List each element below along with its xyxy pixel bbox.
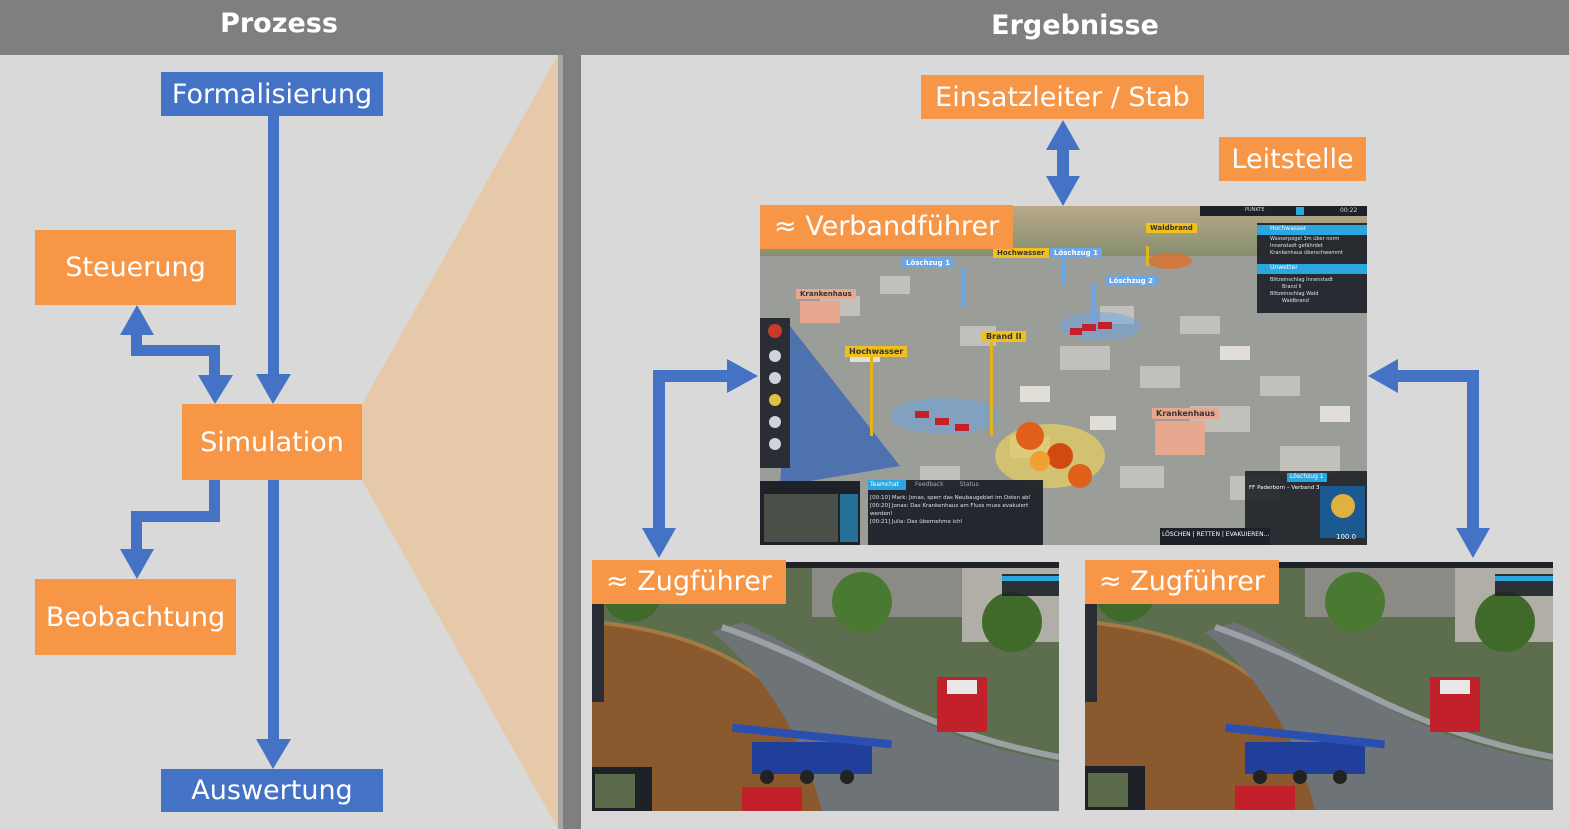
zugfuehrer-screen-right xyxy=(1085,562,1553,810)
verbandfuehrer-screen: Waldbrand Hochwasser Löschzug 1 Löschzug… xyxy=(760,206,1367,545)
process-arrows xyxy=(120,116,291,769)
verbandfuehrer-tag: ≈ Verbandführer xyxy=(760,205,1014,249)
info-hochwasser-title: Hochwasser xyxy=(1270,225,1307,232)
timer: 00:22 xyxy=(1340,207,1358,214)
label-brand2: Brand II xyxy=(982,331,1026,342)
info-item: Blitzeinschlag Innenstadt xyxy=(1270,277,1333,283)
zugfuehrer-tag-left: ≈ Zugführer xyxy=(592,560,786,604)
separator-light xyxy=(558,55,563,829)
label-hochwasser-top: Hochwasser xyxy=(993,248,1049,258)
unit-value: 100.0 xyxy=(1336,533,1357,541)
info-item: Wasserpegel 3m über norm xyxy=(1270,236,1340,242)
info-unwetter-items: Blitzeinschlag Innenstadt Brand II Blitz… xyxy=(1270,277,1333,305)
info-item: Brand II xyxy=(1282,284,1302,290)
unit-name: Löschzug 1 xyxy=(1290,473,1324,480)
info-item: Krankenhaus überschwemmt xyxy=(1270,250,1343,256)
tab-status[interactable]: Status xyxy=(959,481,979,488)
label-krankenhaus-left: Krankenhaus xyxy=(796,289,856,299)
simulation-box: Simulation xyxy=(182,404,362,480)
einsatzleiter-box: Einsatzleiter / Stab xyxy=(921,75,1204,119)
chat-line: [00:21] Julia: Das übernehme ich! xyxy=(870,519,963,525)
chat-log: [00:10] Mark: Jonas, sperr das Neubaugeb… xyxy=(870,494,1042,526)
chat-line: [00:10] Mark: Jonas, sperr das Neubaugeb… xyxy=(870,495,1031,501)
info-item: Blitzeinschlag Wald xyxy=(1270,291,1319,297)
label-loeschzug1-top: Löschzug 1 xyxy=(902,258,954,268)
label-loeschzug2: Löschzug 2 xyxy=(1105,276,1157,286)
info-item: Innenstadt gefährdet xyxy=(1270,243,1323,249)
tab-teamchat[interactable]: Teamchat xyxy=(870,481,899,488)
header-ergebnisse: Ergebnisse xyxy=(581,0,1569,55)
label-krankenhaus-right: Krankenhaus xyxy=(1152,408,1220,419)
label-waldbrand: Waldbrand xyxy=(1146,223,1197,233)
tab-feedback[interactable]: Feedback xyxy=(915,481,944,488)
info-unwetter-title: Unwetter xyxy=(1270,264,1298,271)
formalisierung-box: Formalisierung xyxy=(161,72,383,116)
action-bar[interactable]: LÖSCHEN | RETTEN | EVAKUIEREN... xyxy=(1162,531,1270,538)
label-hochwasser-left: Hochwasser xyxy=(845,346,908,357)
street-scene-left xyxy=(592,562,1059,811)
auswertung-box: Auswertung xyxy=(161,769,383,812)
zugfuehrer-tag-right: ≈ Zugführer xyxy=(1085,560,1279,604)
info-hochwasser-items: Wasserpegel 3m über norm Innenstadt gefä… xyxy=(1270,236,1343,257)
unit-org: FF Paderborn – Verband 3 xyxy=(1249,485,1320,491)
city-scene xyxy=(760,206,1367,545)
points-label: PUNKTE xyxy=(1245,207,1265,213)
info-item: Waldbrand xyxy=(1282,298,1309,304)
label-loeschzug1b: Löschzug 1 xyxy=(1050,248,1102,258)
chat-tabs: Teamchat Feedback Status xyxy=(870,481,979,488)
beobachtung-box: Beobachtung xyxy=(35,579,236,655)
separator xyxy=(558,0,581,829)
header-prozess: Prozess xyxy=(0,0,558,55)
chat-line: [00:20] Jonas: Das Krankenhaus am Fluss … xyxy=(870,503,1029,517)
street-scene-right xyxy=(1085,562,1553,810)
steuerung-box: Steuerung xyxy=(35,230,236,305)
leitstelle-box: Leitstelle xyxy=(1219,137,1366,181)
